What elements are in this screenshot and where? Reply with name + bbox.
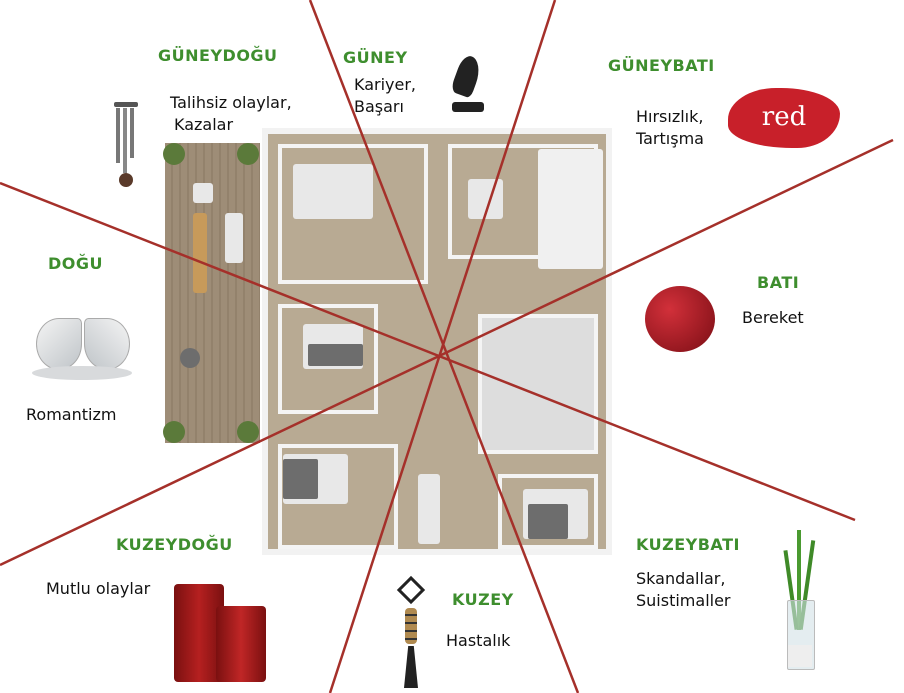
table (180, 348, 200, 368)
label-northwest: KUZEYBATI (636, 535, 740, 554)
meaning-line: Başarı (354, 97, 404, 116)
label-north: KUZEY (452, 590, 514, 609)
label-southeast: GÜNEYDOĞU (158, 46, 278, 65)
bathroom (478, 314, 598, 454)
sector-line (0, 138, 894, 567)
label-northeast: KUZEYDOĞU (116, 535, 233, 554)
hallway-cabinet (418, 474, 440, 544)
sector-line (328, 0, 557, 693)
horse-statue-icon (448, 52, 488, 114)
meaning-north: Hastalık (446, 630, 510, 652)
meaning-line: Mutlu olaylar (46, 579, 151, 598)
sofa (293, 164, 373, 219)
meaning-line: Suistimaller (636, 591, 731, 610)
plant-icon (237, 143, 259, 165)
kitchen (538, 149, 603, 269)
bed-blanket (308, 344, 363, 366)
bedroom-1 (278, 304, 378, 414)
sector-line (0, 181, 856, 522)
lounger (225, 213, 243, 263)
meaning-line: Kariyer, (354, 75, 417, 94)
meaning-south: Kariyer, Başarı (354, 74, 416, 118)
red-logo: red (728, 88, 840, 148)
chinese-knot-tassel-icon (396, 574, 426, 690)
meaning-line: Hastalık (446, 631, 511, 650)
bed-blanket (283, 459, 318, 499)
meaning-southwest: Hırsızlık, Tartışma (636, 106, 704, 150)
plant-icon (237, 421, 259, 443)
plant-icon (163, 143, 185, 165)
meaning-line: Bereket (742, 308, 804, 327)
label-south: GÜNEY (343, 48, 408, 67)
floor-plan (262, 128, 612, 555)
label-southwest: GÜNEYBATI (608, 56, 715, 75)
lucky-bamboo-icon (775, 520, 825, 670)
bedroom-2 (278, 444, 398, 549)
chair (193, 183, 213, 203)
living-room (278, 144, 428, 284)
meaning-line: Hırsızlık, (636, 107, 704, 126)
meaning-east: Romantizm (26, 404, 116, 426)
meaning-line: Talihsiz olaylar, (170, 93, 292, 112)
bedroom-3 (498, 474, 598, 549)
label-west: BATI (757, 273, 800, 292)
meaning-line: Skandallar, (636, 569, 726, 588)
swan-crystal-icon (32, 298, 132, 384)
pomegranate-icon (645, 286, 715, 352)
meaning-line: Kazalar (174, 115, 234, 134)
candles-icon (172, 580, 272, 685)
bed-blanket (528, 504, 568, 539)
plant-icon (163, 421, 185, 443)
meaning-west: Bereket (742, 307, 804, 329)
meaning-southeast: Talihsiz olaylar, Kazalar (170, 92, 292, 136)
meaning-northeast: Mutlu olaylar (46, 578, 150, 600)
sector-line (308, 0, 580, 693)
meaning-line: Romantizm (26, 405, 117, 424)
label-east: DOĞU (48, 254, 104, 273)
meaning-line: Tartışma (636, 129, 704, 148)
wind-chime-icon (110, 80, 142, 190)
bench (193, 213, 207, 293)
meaning-northwest: Skandallar, Suistimaller (636, 568, 731, 612)
balcony-deck (163, 143, 260, 443)
